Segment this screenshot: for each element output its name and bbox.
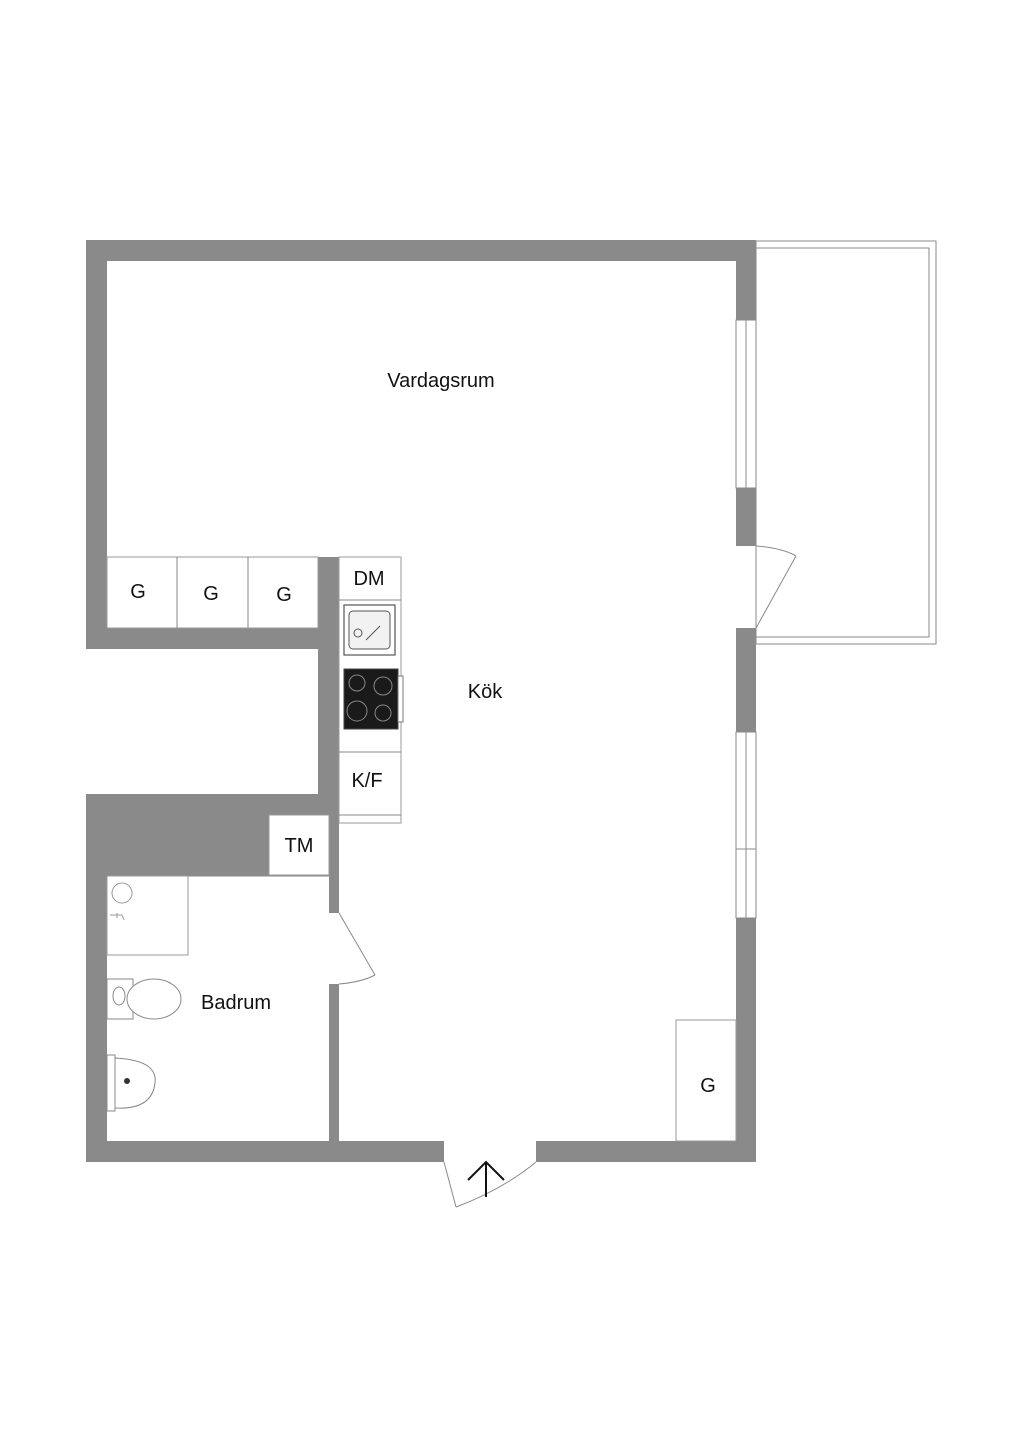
wardrobe-label-2: G (203, 583, 219, 605)
entrance-door (443, 1161, 537, 1208)
wardrobe-label-1: G (130, 581, 146, 603)
interior-walls (269, 557, 339, 1162)
stove-icon (343, 668, 404, 730)
exterior-walls (86, 240, 756, 1162)
windows (735, 319, 757, 919)
balcony (755, 240, 937, 645)
washbasin-icon (106, 1054, 156, 1112)
bathroom-door (338, 912, 376, 985)
dishwasher-label: DM (353, 568, 384, 590)
wardrobes (106, 556, 319, 629)
sink-icon (343, 604, 396, 656)
entrance-arrow-icon (467, 1160, 505, 1197)
fridge-freezer-label: K/F (351, 770, 382, 792)
toilet-icon (106, 978, 182, 1020)
kitchen-wardrobe-label: G (700, 1075, 716, 1097)
kitchen-wardrobe (675, 1019, 737, 1142)
shower (106, 875, 189, 956)
room-label-bathroom: Badrum (201, 992, 271, 1014)
washing-machine-label: TM (285, 835, 314, 857)
room-label-kitchen: Kök (468, 681, 503, 703)
room-label-living: Vardagsrum (387, 370, 494, 392)
wardrobe-label-3: G (276, 584, 292, 606)
balcony-door (755, 545, 797, 629)
washing-machine (268, 814, 330, 876)
